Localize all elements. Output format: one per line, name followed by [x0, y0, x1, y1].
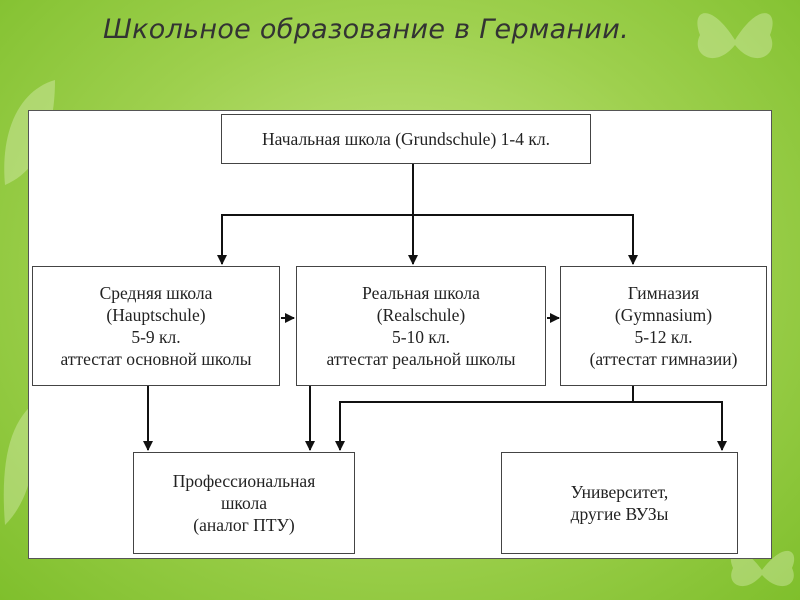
node-gymnasium: Гимназия(Gymnasium)5-12 кл.(аттестат гим… — [560, 266, 767, 386]
node-text-line: Гимназия — [627, 283, 700, 303]
node-grundschule: Начальная школа (Grundschule) 1-4 кл. — [221, 114, 591, 164]
node-text-line: Начальная школа (Grundschule) 1-4 кл. — [262, 129, 550, 149]
node-realschule: Реальная школа(Realschule)5-10 кл.аттест… — [296, 266, 546, 386]
slide-title: Школьное образование в Германии. — [103, 14, 629, 45]
edge-grundschule-gymnasium — [413, 214, 638, 265]
butterfly-decoration-icon — [730, 550, 795, 587]
butterfly-decoration-icon — [697, 13, 773, 59]
node-text-line: другие ВУЗы — [570, 504, 669, 524]
node-text-line: Средняя школа — [99, 283, 213, 303]
node-text-line: Профессиональная — [172, 471, 316, 491]
node-text-line: Реальная школа — [362, 283, 480, 303]
node-text-line: (Realschule) — [376, 305, 466, 325]
node-text-line: аттестат реальной школы — [326, 349, 516, 369]
edge-gymnasium-universitaet — [633, 401, 727, 451]
node-text-line: Университет, — [570, 482, 669, 502]
node-text-line: (аттестат гимназии) — [589, 349, 738, 369]
node-universitaet: Университет,другие ВУЗы — [501, 452, 738, 554]
node-text-line: (Hauptschule) — [106, 305, 206, 325]
edge-grundschule-hauptschule — [217, 163, 414, 265]
node-hauptschule: Средняя школа(Hauptschule)5-9 кл.аттеста… — [32, 266, 280, 386]
edge-gymnasium-berufsschule — [335, 386, 634, 451]
node-text-line: школа — [220, 493, 268, 513]
node-text-line: (аналог ПТУ) — [193, 515, 295, 535]
node-text-line: 5-9 кл. — [131, 327, 181, 347]
node-text-line: аттестат основной школы — [60, 349, 252, 369]
node-text-line: (Gymnasium) — [614, 305, 713, 325]
node-text-line: 5-10 кл. — [391, 327, 451, 347]
node-text-line: 5-12 кл. — [634, 327, 693, 347]
